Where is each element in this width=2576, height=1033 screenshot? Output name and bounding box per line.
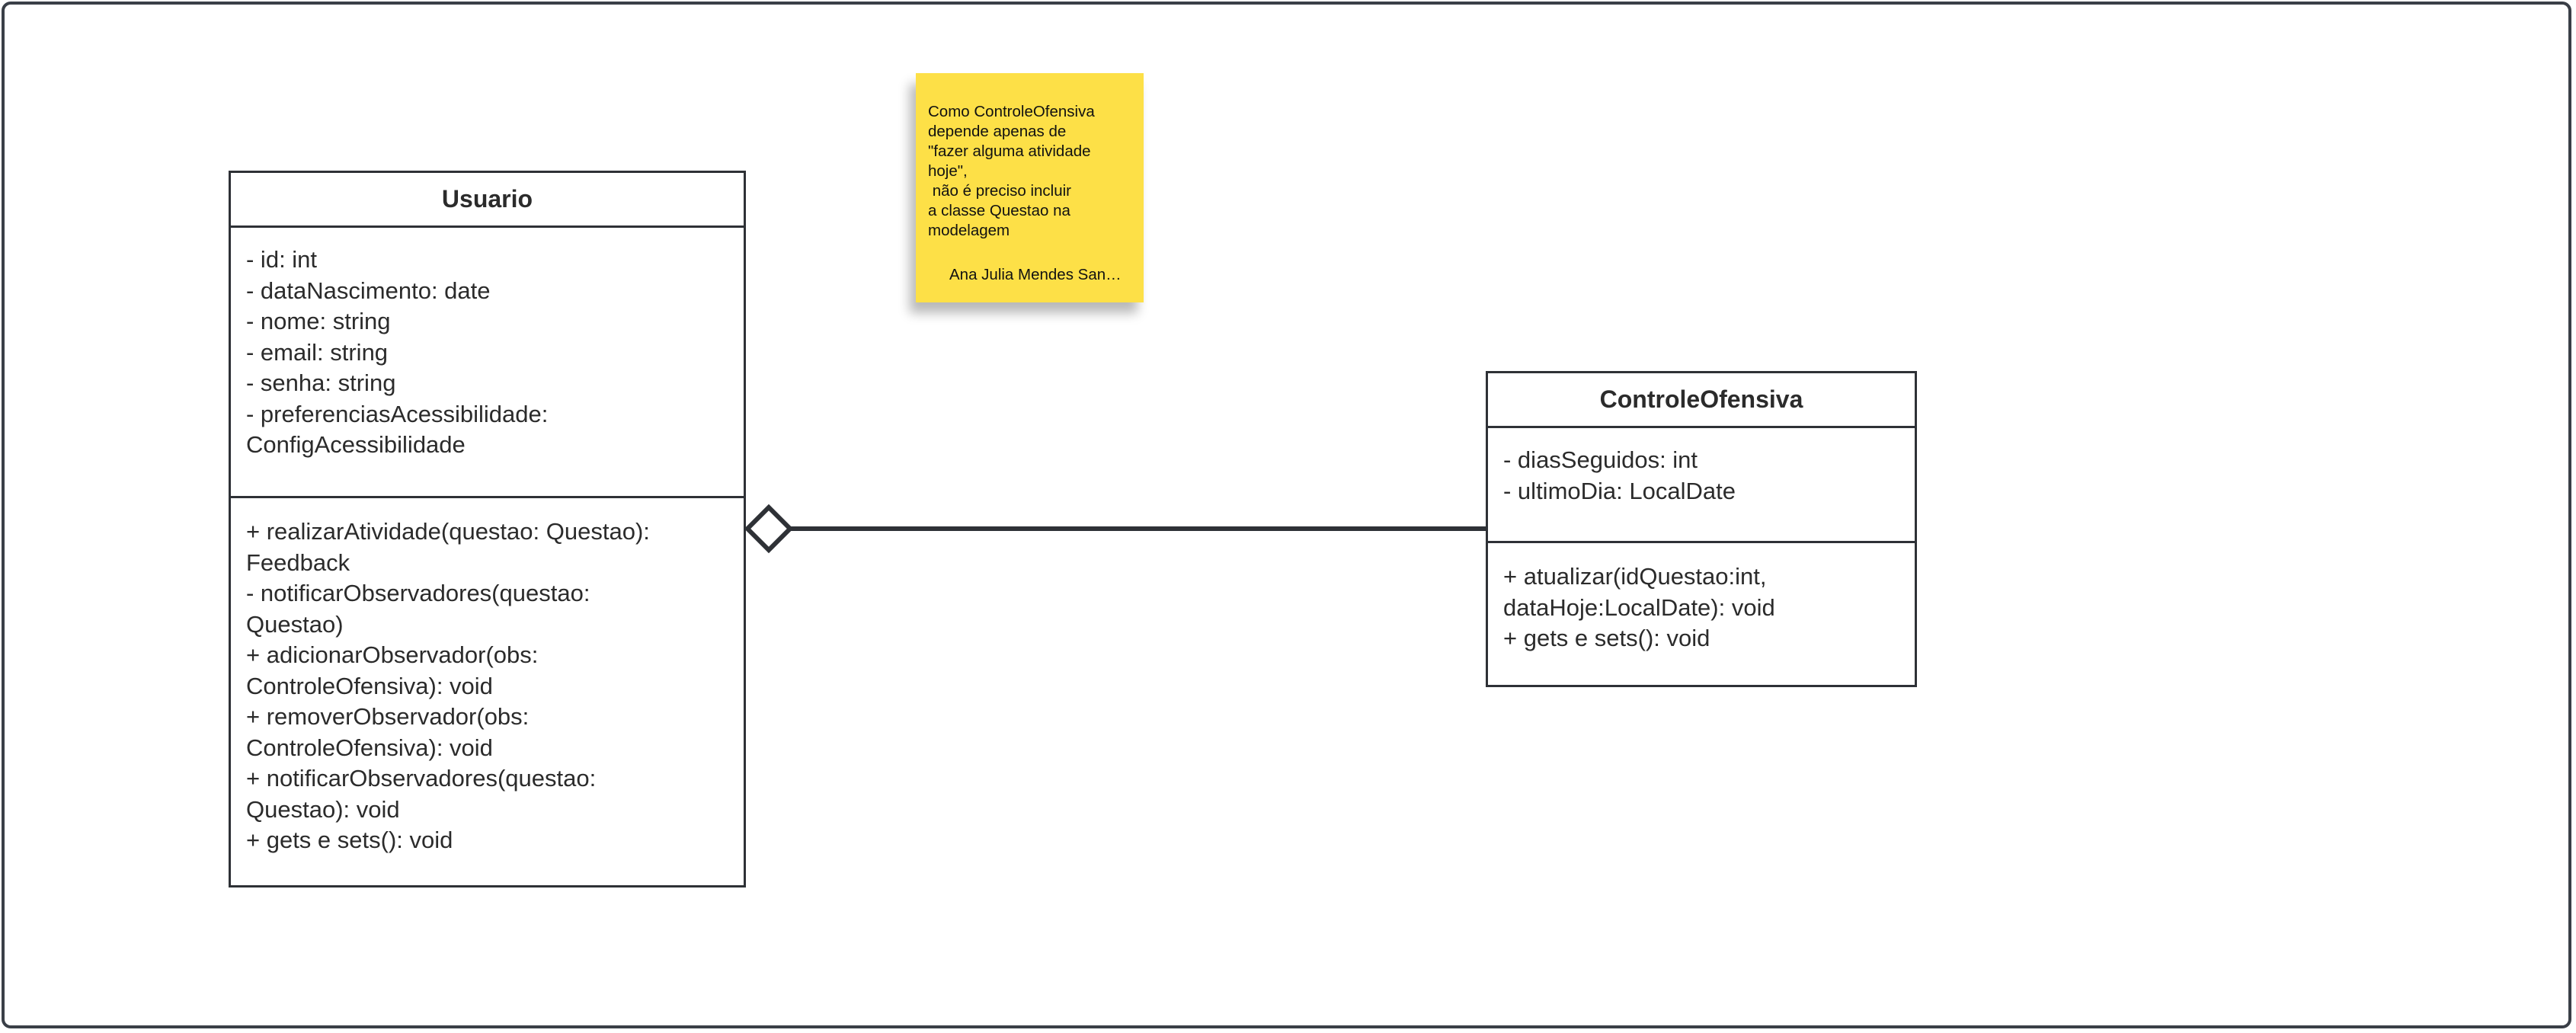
operation: + realizarAtividade(questao: Questao):	[246, 518, 650, 545]
operation: + gets e sets(): void	[246, 827, 453, 853]
attribute: - diasSeguidos: int	[1503, 446, 1698, 473]
operation: - notificarObservadores(questao:	[246, 580, 590, 606]
class-controle-ofensiva-attributes: - diasSeguidos: int - ultimoDia: LocalDa…	[1488, 428, 1915, 541]
operation: + removerObservador(obs:	[246, 703, 530, 730]
note-line: a classe Questao na	[928, 202, 1070, 219]
note-line: modelagem	[928, 222, 1010, 239]
attribute: - ultimoDia: LocalDate	[1503, 477, 1736, 504]
attribute: - email: string	[246, 338, 389, 366]
sticky-note[interactable]: Como ControleOfensiva depende apenas de …	[916, 73, 1144, 302]
operation: ControleOfensiva): void	[246, 734, 493, 761]
class-controle-ofensiva-name: ControleOfensiva	[1488, 373, 1915, 428]
note-author: Ana Julia Mendes San…	[949, 266, 1122, 283]
class-usuario-name: Usuario	[231, 173, 744, 228]
attribute: - dataNascimento: date	[246, 277, 491, 304]
operation: Questao)	[246, 610, 344, 638]
operation: + gets e sets(): void	[1503, 625, 1710, 651]
note-line: hoje",	[928, 162, 968, 180]
attribute: ConfigAcessibilidade	[246, 431, 466, 458]
operation: + adicionarObservador(obs:	[246, 641, 539, 668]
attribute: - id: int	[246, 246, 318, 273]
operation: + notificarObservadores(questao:	[246, 765, 597, 792]
operation: + atualizar(idQuestao:int,	[1503, 563, 1767, 590]
class-usuario-operations: + realizarAtividade(questao: Questao): F…	[231, 496, 744, 856]
class-usuario[interactable]: Usuario - id: int - dataNascimento: date…	[229, 171, 746, 887]
operation: dataHoje:LocalDate): void	[1503, 593, 1775, 621]
operation: Feedback	[246, 548, 350, 576]
note-line: "fazer alguma atividade	[928, 142, 1091, 160]
class-controle-ofensiva-operations: + atualizar(idQuestao:int, dataHoje:Loca…	[1488, 541, 1915, 654]
class-usuario-attributes: - id: int - dataNascimento: date - nome:…	[231, 228, 744, 496]
note-line: não é preciso incluir	[928, 182, 1072, 200]
operation: Questao): void	[246, 795, 400, 823]
note-line: Como ControleOfensiva	[928, 103, 1095, 120]
attribute: - preferenciasAcessibilidade:	[246, 400, 549, 427]
note-line: depende apenas de	[928, 123, 1067, 140]
attribute: - senha: string	[246, 369, 396, 396]
class-controle-ofensiva[interactable]: ControleOfensiva - diasSeguidos: int - u…	[1486, 371, 1917, 687]
operation: ControleOfensiva): void	[246, 672, 493, 699]
attribute: - nome: string	[246, 308, 391, 334]
